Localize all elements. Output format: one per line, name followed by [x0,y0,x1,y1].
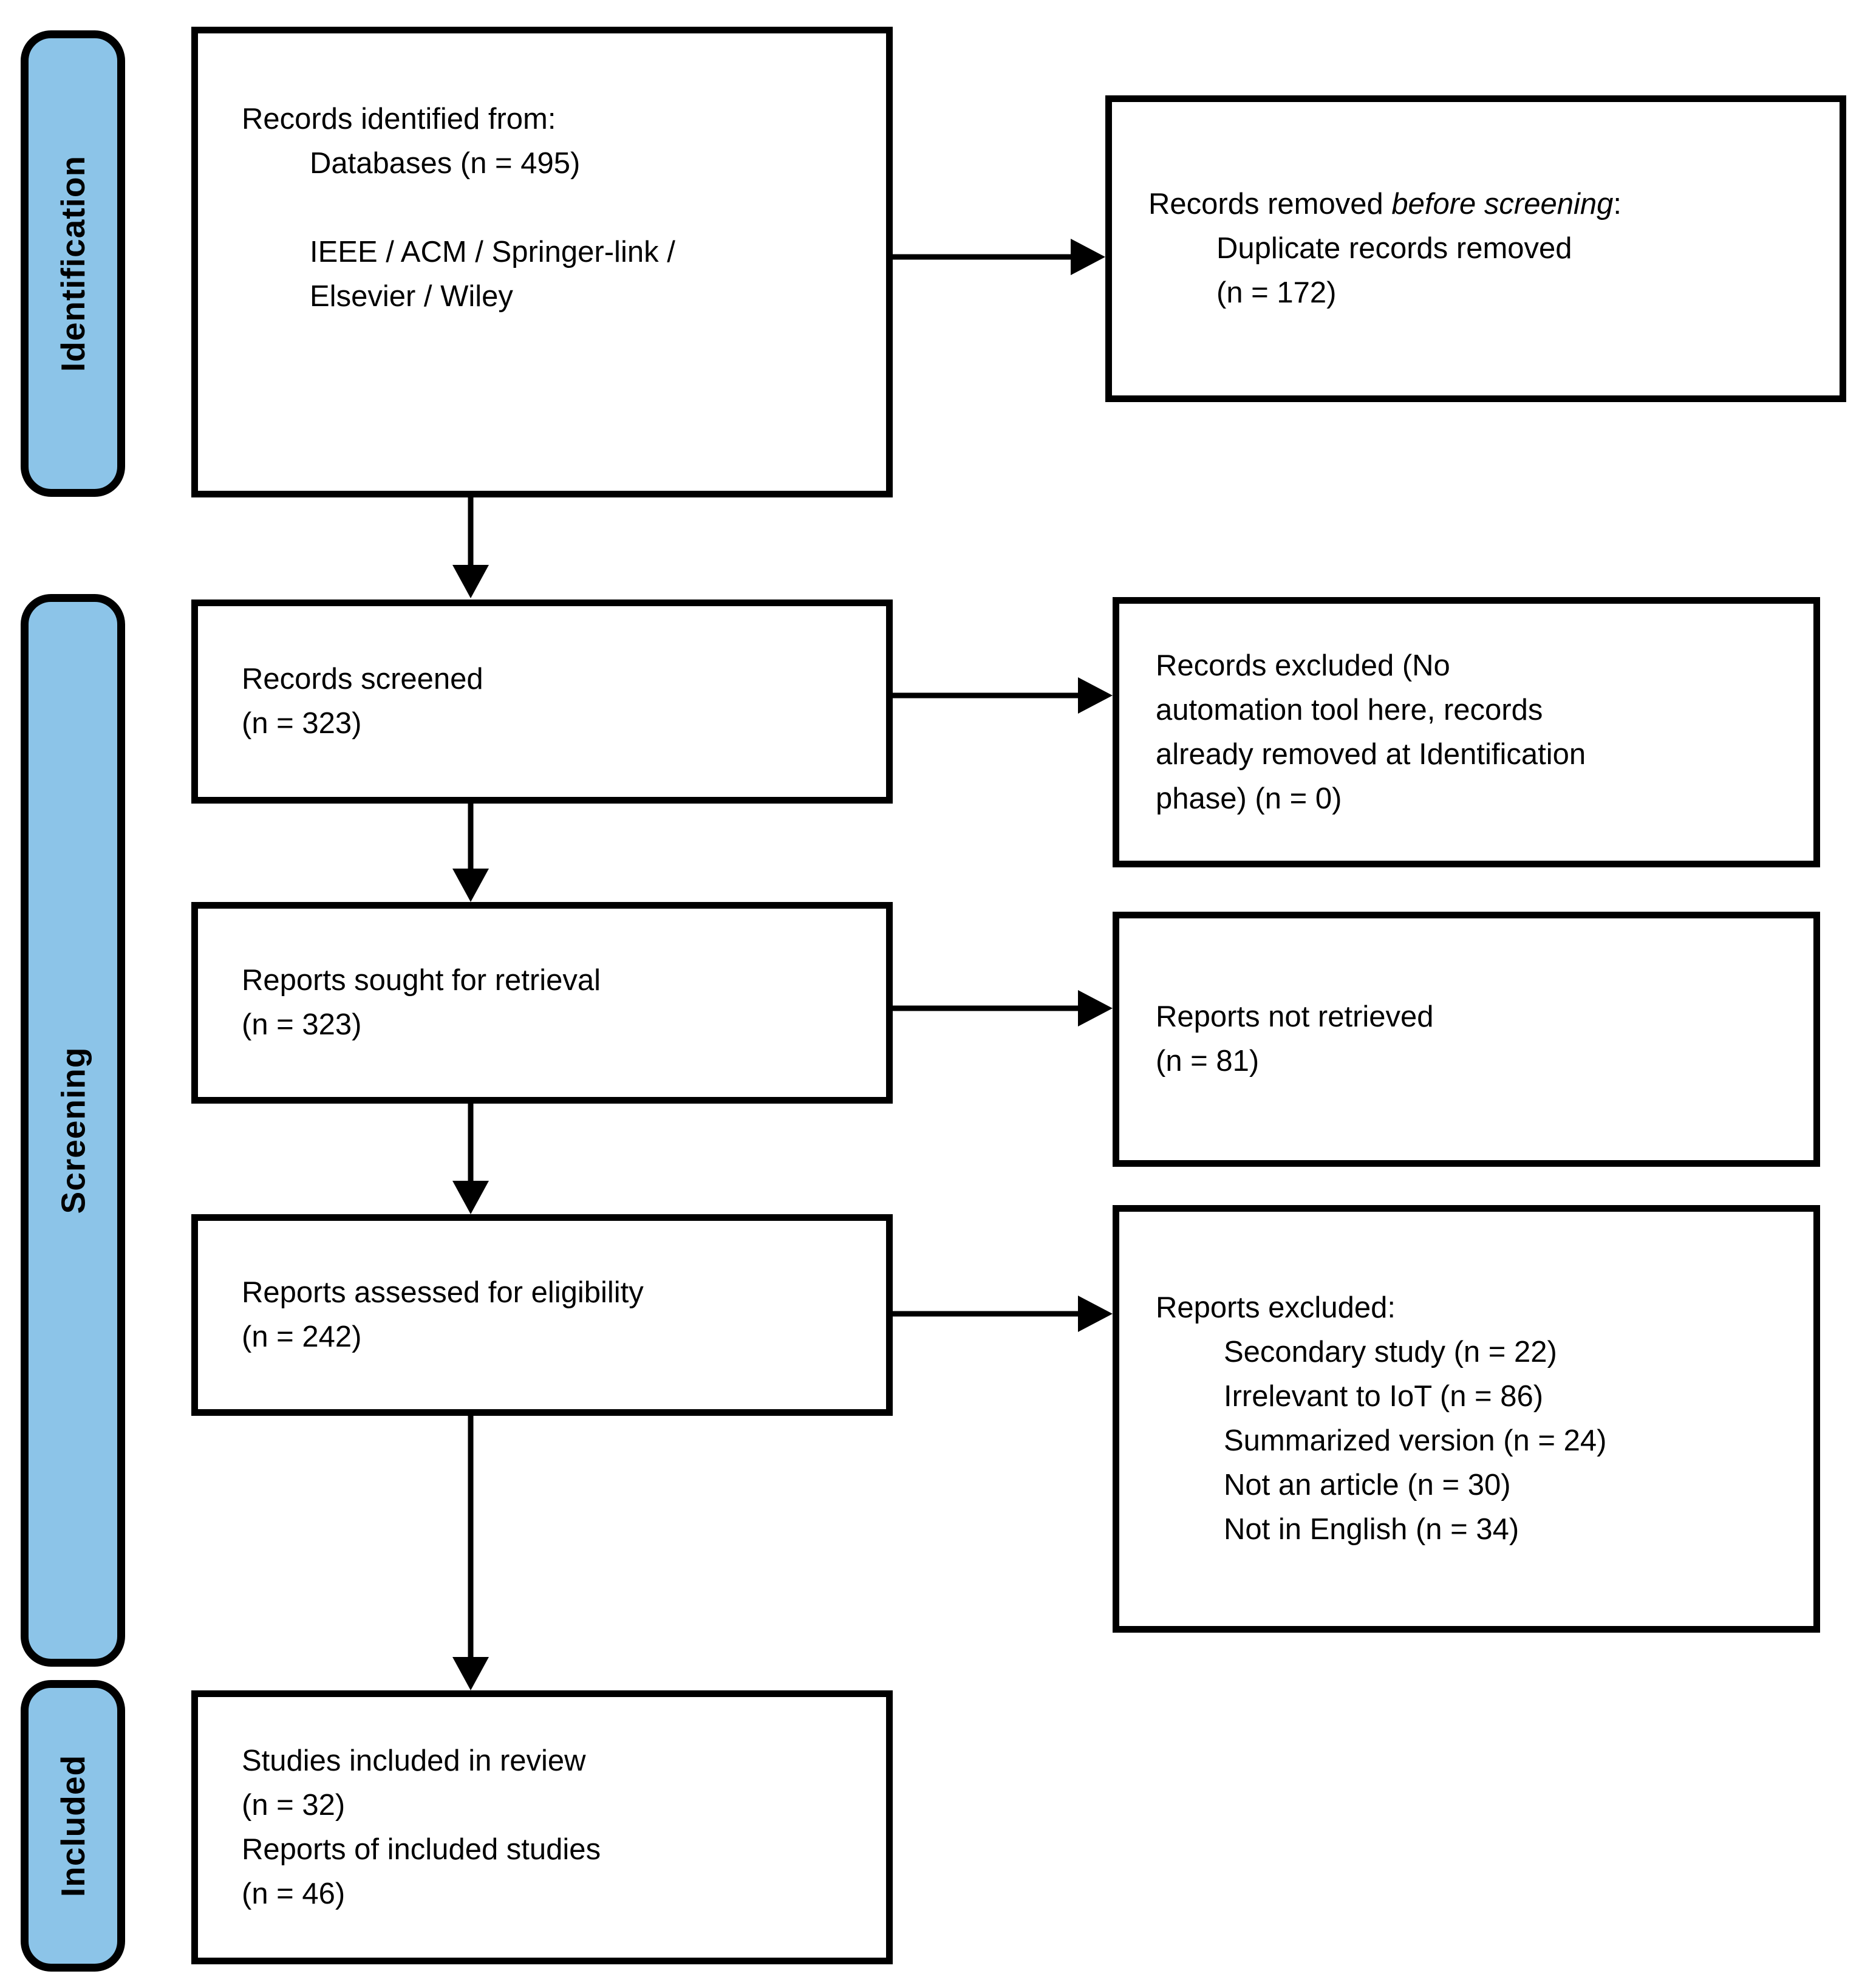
box-line: phase) (n = 0) [1156,782,1342,815]
box-line: Secondary study (n = 22) [1224,1336,1557,1368]
text-segment: Records removed [1148,188,1392,220]
text-segment: : [1613,188,1622,220]
box-reports-excluded: Reports excluded: Secondary study (n = 2… [1113,1205,1820,1633]
box-line: Records removed before screening: [1148,182,1821,227]
box-line: (n = 46) [242,1877,346,1910]
arrow-sought-to-not-retrieved [893,990,1113,1026]
arrow-identified-to-removed [893,239,1105,275]
box-records-removed-before-screening: Records removed before screening: Duplic… [1105,95,1846,402]
box-line: Duplicate records removed [1216,232,1572,265]
box-reports-sought: Reports sought for retrieval (n = 323) [191,902,893,1104]
box-line: (n = 81) [1156,1045,1260,1078]
arrow-assessed-to-included [452,1416,489,1690]
box-line: (n = 323) [242,707,362,740]
box-line: Irrelevant to IoT (n = 86) [1224,1380,1544,1413]
box-line: Elsevier / Wiley [310,280,513,313]
box-records-excluded: Records excluded (No automation tool her… [1113,597,1820,867]
blank-line [242,186,868,230]
box-line: Not in English (n = 34) [1224,1513,1519,1546]
box-line: Records screened [242,663,483,695]
box-records-screened: Records screened (n = 323) [191,599,893,804]
box-line: Summarized version (n = 24) [1224,1424,1607,1457]
box-line: Reports of included studies [242,1833,601,1866]
arrow-sought-to-assessed [452,1104,489,1214]
box-studies-included: Studies included in review (n = 32) Repo… [191,1690,893,1964]
box-line: Not an article (n = 30) [1224,1469,1511,1501]
box-line: Records identified from: [242,103,556,135]
box-reports-not-retrieved: Reports not retrieved (n = 81) [1113,912,1820,1167]
box-line: (n = 32) [242,1788,346,1822]
box-line: Reports not retrieved [1156,1000,1434,1033]
box-line: (n = 172) [1216,276,1337,309]
stage-bar-included: Included [21,1680,125,1972]
arrow-assessed-to-reports-excluded [893,1296,1113,1332]
stage-bar-screening: Screening [21,594,125,1667]
box-line: Reports assessed for eligibility [242,1276,644,1309]
box-records-identified: Records identified from: Databases (n = … [191,27,893,497]
arrow-identified-to-screened [452,497,489,598]
box-line: (n = 242) [242,1320,362,1353]
text-segment-italic: before screening [1391,188,1614,220]
arrow-screened-to-sought [452,804,489,902]
arrow-screened-to-excluded [893,677,1113,714]
box-line: Databases (n = 495) [310,147,581,180]
box-line: Reports sought for retrieval [242,964,601,997]
stage-label-screening: Screening [54,1047,92,1214]
box-line: IEEE / ACM / Springer-link / [310,236,675,268]
box-line: automation tool here, records [1156,693,1543,726]
box-line: already removed at Identification [1156,737,1586,771]
box-line: Reports excluded: [1156,1291,1396,1324]
stage-label-included: Included [54,1754,92,1897]
stage-label-identification: Identification [54,155,92,372]
box-line: Studies included in review [242,1744,586,1777]
box-line: (n = 323) [242,1008,362,1041]
box-reports-assessed: Reports assessed for eligibility (n = 24… [191,1214,893,1416]
stage-bar-identification: Identification [21,30,125,497]
box-line: Records excluded (No [1156,649,1450,682]
